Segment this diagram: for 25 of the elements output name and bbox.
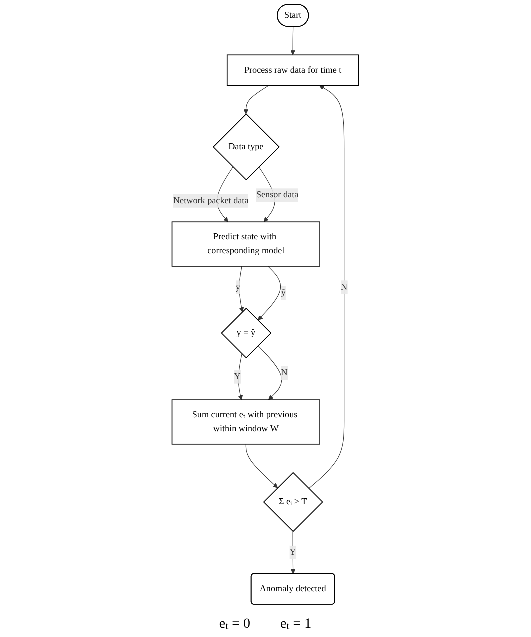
edge-label: Y — [290, 548, 296, 558]
node-box: Process raw data for time t — [226, 54, 360, 86]
edge-label: ŷ — [281, 288, 286, 298]
edge-label: y — [236, 282, 240, 292]
arrow — [244, 86, 269, 114]
arrow — [290, 531, 296, 574]
arrow — [258, 266, 282, 321]
arrow — [308, 86, 345, 490]
arrow — [239, 266, 244, 312]
edge-label: N — [281, 368, 288, 378]
arrow — [258, 346, 282, 400]
edge-label: Y — [234, 372, 241, 382]
node-box: Predict state with corresponding model — [172, 222, 320, 267]
edge-label: N — [341, 282, 348, 292]
arrow — [246, 444, 278, 488]
condition-label: eₜ = 0 — [219, 616, 250, 633]
node-box: Sum current eₜ with previous within window W — [172, 400, 320, 445]
edge-label: Sensor data — [256, 190, 299, 200]
node-diamond: Σ eᵢ > T — [263, 472, 324, 532]
node-diamond: y = ŷ — [221, 308, 272, 359]
node-diamond: Data type — [212, 114, 280, 181]
arrow — [290, 26, 296, 56]
edge-label: Network packet data — [173, 196, 249, 206]
condition-label: eₜ = 1 — [280, 616, 312, 633]
arrow — [238, 354, 244, 400]
